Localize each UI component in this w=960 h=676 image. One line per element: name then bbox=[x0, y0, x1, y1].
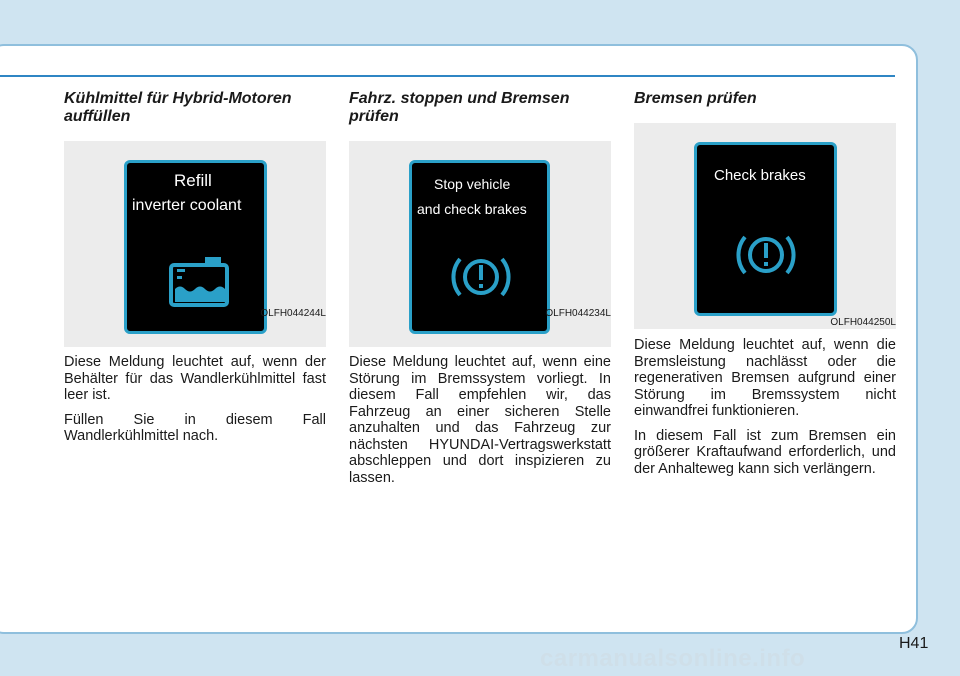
display-screen: Refill inverter coolant bbox=[124, 160, 267, 334]
figure-code: OLFH044234L bbox=[545, 308, 611, 319]
watermark: carmanualsonline.info bbox=[540, 645, 806, 672]
screen-line-1: Stop vehicle bbox=[434, 176, 511, 192]
paragraph: Diese Meldung leuchtet auf, wenn eine St… bbox=[349, 354, 611, 486]
body-text: Diese Meldung leuchtet auf, wenn eine St… bbox=[349, 354, 611, 494]
body-text: Diese Meldung leuchtet auf, wenn die Bre… bbox=[634, 337, 896, 485]
header-rule bbox=[0, 75, 895, 77]
paragraph: Diese Meldung leuchtet auf, wenn die Bre… bbox=[634, 337, 896, 419]
screen-line-2: inverter coolant bbox=[132, 197, 242, 214]
figure-coolant: Refill inverter coolant bbox=[64, 141, 326, 347]
section-title: Fahrz. stoppen und Bremsen prüfen bbox=[349, 90, 570, 125]
section-check-brakes: Bremsen prüfen Check brakes OLFH044250L … bbox=[634, 90, 896, 477]
screen-line-2: and check brakes bbox=[417, 201, 527, 217]
paragraph: Füllen Sie in diesem Fall Wandlerkühlmit… bbox=[64, 411, 326, 445]
paragraph: Diese Meldung leuchtet auf, wenn der Beh… bbox=[64, 354, 326, 403]
screen-line-1: Check brakes bbox=[714, 167, 806, 184]
brake-warning-icon bbox=[451, 257, 511, 297]
page-number: H41 bbox=[899, 635, 929, 652]
section-title: Bremsen prüfen bbox=[634, 90, 757, 107]
section-title: Kühlmittel für Hybrid-Motoren auffüllen bbox=[64, 90, 292, 125]
section-stop-vehicle: Fahrz. stoppen und Bremsen prüfen Stop v… bbox=[349, 90, 611, 486]
figure-code: OLFH044250L bbox=[830, 317, 896, 328]
paragraph: In diesem Fall ist zum Bremsen ein größe… bbox=[634, 427, 896, 477]
coolant-tank-icon bbox=[169, 257, 229, 307]
display-screen: Check brakes bbox=[694, 142, 837, 316]
section-coolant: Kühlmittel für Hybrid-Motoren auffüllen … bbox=[64, 90, 326, 444]
figure-check-brakes: Check brakes bbox=[634, 123, 896, 329]
figure-code: OLFH044244L bbox=[260, 308, 326, 319]
display-screen: Stop vehicle and check brakes bbox=[409, 160, 550, 334]
figure-stop-vehicle: Stop vehicle and check brakes bbox=[349, 141, 611, 347]
brake-warning-icon bbox=[736, 235, 796, 275]
body-text: Diese Meldung leuchtet auf, wenn der Beh… bbox=[64, 354, 326, 453]
screen-line-1: Refill bbox=[174, 171, 212, 190]
